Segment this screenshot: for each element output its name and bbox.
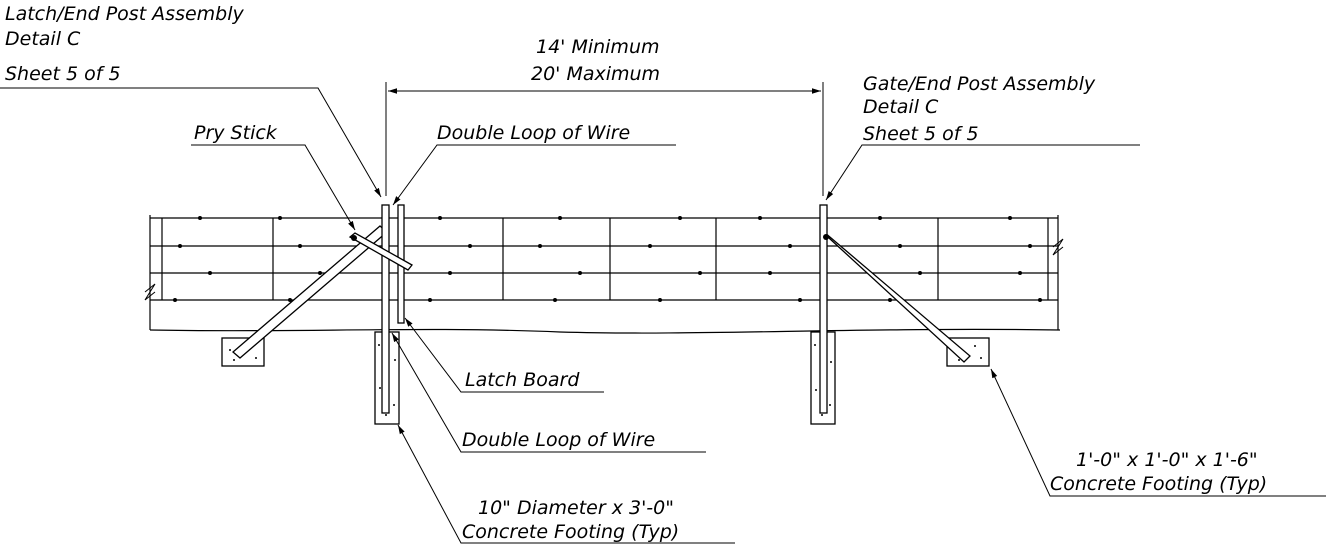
wire-stays [161,218,1049,300]
gate-assembly-line-3: Sheet 5 of 5 [863,123,979,145]
gate-assembly-line-1: Gate/End Post Assembly [863,73,1096,95]
pry-stick [348,232,413,271]
leader-post-footing [397,424,735,544]
leader-double-loop-top [392,144,676,206]
dimension-max: 20' Maximum [531,63,660,85]
double-loop-bottom-label: Double Loop of Wire [462,429,655,451]
latch-board-label: Latch Board [465,369,580,391]
post-footing-line-1: 10" Diameter x 3'-0" [478,497,674,519]
latch-assembly-line-2: Detail C [5,28,81,50]
brace-footing-line-1: 1'-0" x 1'-0" x 1'-6" [1076,449,1258,471]
leader-gate-assembly [825,144,1140,201]
leader-latch-assembly [0,87,382,198]
double-loop-top-label: Double Loop of Wire [437,122,630,144]
leader-brace-footing [990,368,1326,497]
brace-footing-line-2: Concrete Footing (Typ) [1050,473,1267,495]
ground-line [149,328,1061,334]
leader-pry-stick [191,144,356,231]
post-footing-line-2: Concrete Footing (Typ) [462,521,679,543]
pry-stick-label: Pry Stick [194,122,278,144]
break-symbol-left [144,283,156,301]
wire-strands [150,217,1058,301]
pry-stick-end [351,235,357,241]
dimension-min: 14' Minimum [536,36,660,58]
gate-post-loop [823,234,829,240]
leader-double-loop-bottom [391,332,706,453]
latch-assembly-line-1: Latch/End Post Assembly [5,3,245,25]
break-symbol-right [1052,238,1064,256]
latch-assembly-line-3: Sheet 5 of 5 [5,63,121,85]
gate-post [819,204,828,414]
gate-assembly-line-2: Detail C [863,96,939,118]
latch-post [381,204,390,414]
leader-latch-board [404,317,604,393]
wire-barbs [173,216,1042,302]
brace-right [823,231,971,363]
